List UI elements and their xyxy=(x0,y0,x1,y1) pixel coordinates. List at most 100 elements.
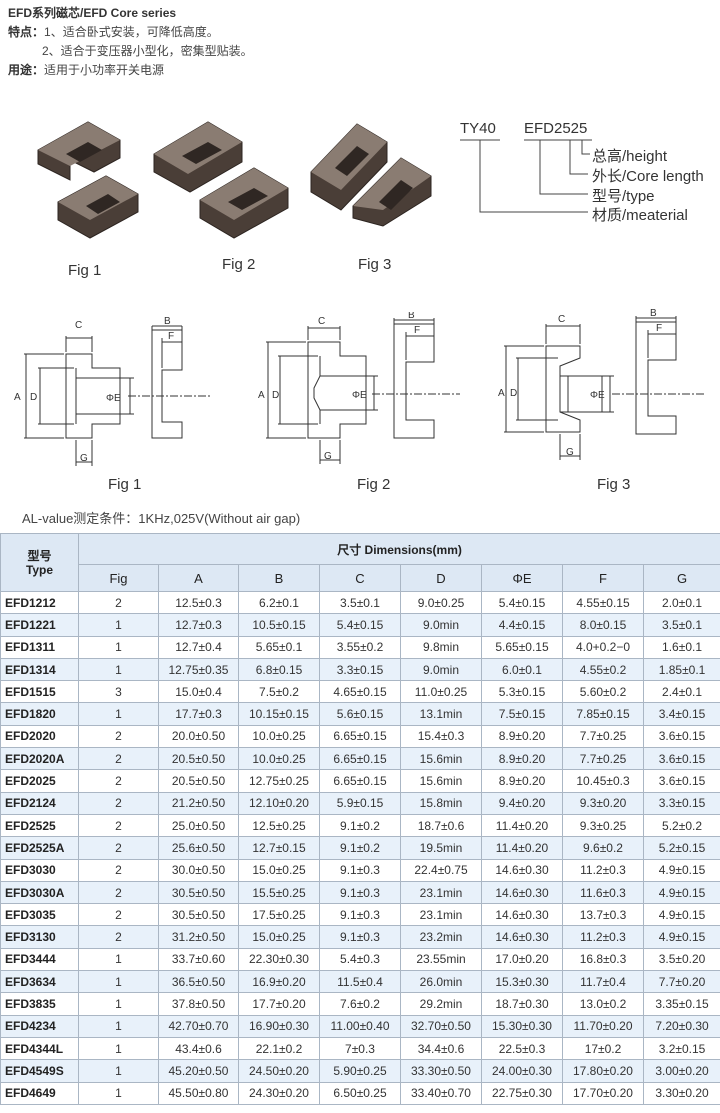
dimension-cell: 14.6±0.30 xyxy=(481,903,563,927)
type-cell: EFD3444 xyxy=(0,947,79,972)
dimension-cell: 8.9±0.20 xyxy=(481,724,563,749)
core-photo-fig2 xyxy=(153,121,289,239)
dimension-cell: 11.0±0.25 xyxy=(400,680,482,704)
dimension-cell: 8.9±0.20 xyxy=(481,747,563,771)
drawing-fig3-a: A xyxy=(498,388,505,399)
dimension-cell: 10.0±0.25 xyxy=(238,747,320,771)
dimension-cell: 2 xyxy=(78,590,159,615)
drawing-fig3-d: D xyxy=(510,388,517,399)
dimension-cell: 20.0±0.50 xyxy=(158,724,239,749)
type-cell: EFD1311 xyxy=(0,635,79,659)
dimension-cell: 7.7±0.25 xyxy=(562,747,644,771)
usage-label: 用途： xyxy=(8,63,45,77)
dimension-cell: 9.1±0.2 xyxy=(319,813,401,838)
dimension-cell: 10.15±0.15 xyxy=(238,702,320,726)
column-header: Fig xyxy=(78,564,159,592)
type-header: 型号 Type xyxy=(0,533,79,592)
code-height-label: 总高/height xyxy=(592,148,668,165)
dimension-cell: 17.80±0.20 xyxy=(562,1059,644,1083)
dimension-cell: 9.0min xyxy=(400,657,482,682)
features-line-1: 特点：1、适合卧式安装，可降低高度。 xyxy=(8,23,253,42)
type-cell: EFD2124 xyxy=(0,791,79,815)
drawing-fig2: C A D ΦE G B F xyxy=(258,312,460,464)
dimension-cell: 9.1±0.3 xyxy=(319,903,401,927)
dimension-cell: 9.0±0.25 xyxy=(400,590,482,615)
dimension-cell: 9.8min xyxy=(400,635,482,659)
dimension-cell: 4.9±0.15 xyxy=(642,858,720,882)
dimension-cell: 11.2±0.3 xyxy=(562,925,644,949)
dimension-cell: 1 xyxy=(78,702,159,726)
dimension-cell: 18.7±0.30 xyxy=(481,992,563,1016)
dimension-cell: 3.5±0.1 xyxy=(319,590,401,615)
dimension-cell: 6.0±0.1 xyxy=(481,657,563,682)
dimension-cell: 3.5±0.1 xyxy=(642,613,720,637)
dimension-cell: 12.7±0.4 xyxy=(158,635,239,659)
dimension-cell: 1 xyxy=(78,1059,159,1083)
drawing-fig2-g: G xyxy=(324,451,332,462)
dimension-cell: 11.70±0.20 xyxy=(562,1014,644,1038)
column-header: F xyxy=(562,564,644,592)
dimension-cell: 3.2±0.15 xyxy=(642,1036,720,1061)
dimension-cell: 7.20±0.30 xyxy=(642,1014,720,1038)
dimension-cell: 12.5±0.3 xyxy=(158,590,239,615)
dimension-cell: 7±0.3 xyxy=(319,1036,401,1061)
dimension-cell: 3.30±0.20 xyxy=(642,1081,720,1105)
dimension-cell: 24.50±0.20 xyxy=(238,1059,320,1083)
dimension-cell: 9.1±0.3 xyxy=(319,925,401,949)
dimension-cell: 4.65±0.15 xyxy=(319,680,401,704)
dimension-cell: 45.20±0.50 xyxy=(158,1059,239,1083)
dimension-cell: 17.0±0.20 xyxy=(481,947,563,972)
dimension-cell: 5.4±0.15 xyxy=(319,613,401,637)
dimension-cell: 1 xyxy=(78,635,159,659)
type-cell: EFD3035 xyxy=(0,903,79,927)
dimension-cell: 13.7±0.3 xyxy=(562,903,644,927)
dimension-cell: 5.3±0.15 xyxy=(481,680,563,704)
drawing-fig2-label: Fig 2 xyxy=(357,476,391,493)
dimension-cell: 30.5±0.50 xyxy=(158,903,239,927)
dimension-cell: 2 xyxy=(78,925,159,949)
type-cell: EFD2025 xyxy=(0,769,79,793)
dimension-cell: 5.65±0.15 xyxy=(481,635,563,659)
dimension-cell: 5.65±0.1 xyxy=(238,635,320,659)
dimension-cell: 1 xyxy=(78,970,159,994)
type-cell: EFD3634 xyxy=(0,970,79,994)
dimension-cell: 21.2±0.50 xyxy=(158,791,239,815)
dimension-cell: 16.9±0.20 xyxy=(238,970,320,994)
dimension-cell: 12.7±0.3 xyxy=(158,613,239,637)
dimension-cell: 2.0±0.1 xyxy=(642,590,720,615)
dimension-cell: 4.9±0.15 xyxy=(642,903,720,927)
dimension-cell: 2 xyxy=(78,858,159,882)
dimension-cell: 3.3±0.15 xyxy=(319,657,401,682)
dimension-cell: 12.75±0.35 xyxy=(158,657,239,682)
dimension-cell: 15.4±0.3 xyxy=(400,724,482,749)
dimension-cell: 11.5±0.4 xyxy=(319,970,401,994)
dimension-cell: 11.00±0.40 xyxy=(319,1014,401,1038)
core-photo-fig1 xyxy=(37,121,139,239)
type-cell: EFD3835 xyxy=(0,992,79,1016)
usage-text: 适用于小功率开关电源 xyxy=(44,63,165,77)
dimension-cell: 6.65±0.15 xyxy=(319,769,401,793)
dimension-cell: 30.5±0.50 xyxy=(158,880,239,905)
dimension-cell: 17.70±0.20 xyxy=(562,1081,644,1105)
dimension-cell: 22.5±0.3 xyxy=(481,1036,563,1061)
usage-line: 用途：适用于小功率开关电源 xyxy=(8,61,253,80)
dimension-cell: 2 xyxy=(78,769,159,793)
dimension-cell: 2 xyxy=(78,880,159,905)
dimension-cell: 24.30±0.20 xyxy=(238,1081,320,1105)
dimension-cell: 14.6±0.30 xyxy=(481,880,563,905)
column-header: B xyxy=(238,564,320,592)
dimension-cell: 23.55min xyxy=(400,947,482,972)
type-cell: EFD3030 xyxy=(0,858,79,882)
dimension-cell: 11.7±0.4 xyxy=(562,970,644,994)
dimension-cell: 9.0min xyxy=(400,613,482,637)
dimension-cell: 25.6±0.50 xyxy=(158,836,239,860)
dimension-cell: 11.6±0.3 xyxy=(562,880,644,905)
